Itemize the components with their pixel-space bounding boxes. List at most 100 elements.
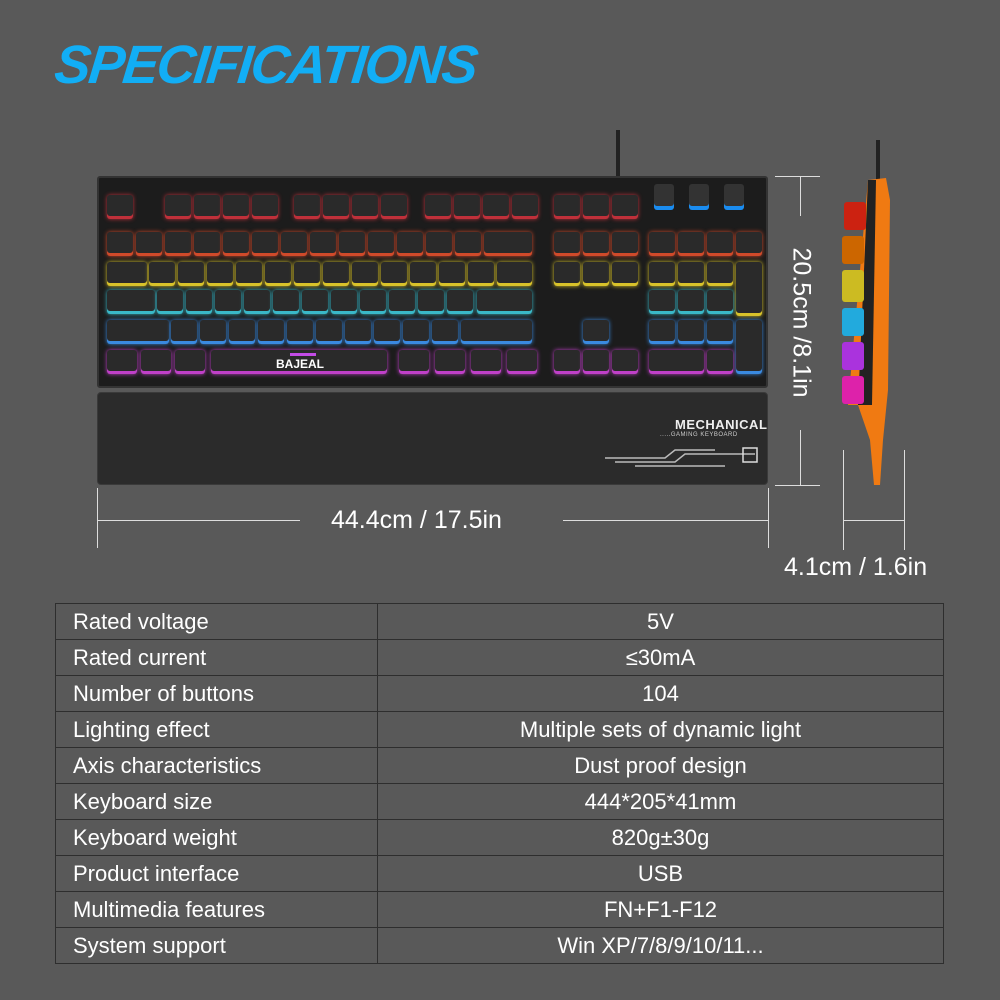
brand-logo: BAJEAL: [276, 357, 325, 371]
keycap: [484, 232, 532, 256]
keycap: [477, 290, 532, 314]
spec-label: System support: [55, 927, 378, 964]
keycap: [107, 262, 147, 286]
keycap: [215, 290, 241, 314]
spec-label: Product interface: [55, 855, 378, 892]
width-dimension: 44.4cm / 17.5in: [331, 506, 502, 534]
keycap: [649, 350, 704, 374]
keycap: [410, 262, 436, 286]
keycap: [107, 232, 133, 256]
keycap: [512, 195, 538, 219]
wrist-rest-subtitle: .....GAMING KEYBOARD: [660, 432, 738, 438]
dim-guide: [768, 488, 769, 548]
keycap: [294, 262, 320, 286]
keycap: [265, 262, 291, 286]
keycap: [707, 320, 733, 344]
keycap: [200, 320, 226, 344]
keycap: [381, 195, 407, 219]
media-knob: [689, 184, 709, 210]
spec-label: Axis characteristics: [55, 747, 378, 784]
usb-cable: [616, 130, 620, 178]
keycap: [426, 232, 452, 256]
keycap: [194, 232, 220, 256]
keycap: [649, 320, 675, 344]
circuit-decoration: [605, 447, 758, 467]
keycap: [345, 320, 371, 344]
keycap: [281, 232, 307, 256]
keycap: [136, 232, 162, 256]
keycap: [403, 320, 429, 344]
keycap: [612, 262, 638, 286]
keycap: [468, 262, 494, 286]
media-knob: [724, 184, 744, 210]
keycap: [507, 350, 537, 374]
spec-value: 444*205*41mm: [377, 783, 944, 820]
keycap: [649, 290, 675, 314]
keycap: [471, 350, 501, 374]
keycap: [107, 290, 155, 314]
keycap: [583, 350, 609, 374]
keycap: [175, 350, 205, 374]
keycap: [435, 350, 465, 374]
keycap: [678, 262, 704, 286]
spec-value: USB: [377, 855, 944, 892]
keycap: [368, 232, 394, 256]
keycap: [583, 195, 609, 219]
spec-row: Rated current≤30mA: [55, 639, 944, 676]
dim-guide: [97, 488, 98, 548]
keycap: [678, 232, 704, 256]
keycap: [418, 290, 444, 314]
keycap: [294, 195, 320, 219]
keycap: [554, 350, 580, 374]
keycap: [310, 232, 336, 256]
keycap: [454, 195, 480, 219]
dim-line: [843, 520, 904, 521]
keycap: [707, 232, 733, 256]
keycap: [223, 232, 249, 256]
keycap: [439, 262, 465, 286]
keycap: [252, 232, 278, 256]
dim-line: [563, 520, 768, 521]
spec-value: FN+F1-F12: [377, 891, 944, 928]
keycap: [352, 195, 378, 219]
keycap: [302, 290, 328, 314]
dim-line: [800, 176, 801, 216]
keycap: [107, 350, 137, 374]
keycap: [244, 290, 270, 314]
spec-label: Keyboard weight: [55, 819, 378, 856]
spec-value: ≤30mA: [377, 639, 944, 676]
keycap: [447, 290, 473, 314]
keycap: [397, 232, 423, 256]
keycap: [678, 290, 704, 314]
keycap: [707, 290, 733, 314]
spec-label: Multimedia features: [55, 891, 378, 928]
dim-line: [97, 520, 300, 521]
keycap: [107, 195, 133, 219]
wrist-rest-title: MECHANICAL: [675, 417, 768, 432]
dim-guide: [775, 485, 820, 486]
keycap: [612, 195, 638, 219]
keycap: [258, 320, 284, 344]
keycap: [583, 262, 609, 286]
keycap: [186, 290, 212, 314]
keycap: [678, 320, 704, 344]
keycap: [483, 195, 509, 219]
keycap: [736, 232, 762, 256]
keycap: [360, 290, 386, 314]
keycap: [455, 232, 481, 256]
spec-label: Keyboard size: [55, 783, 378, 820]
spec-label: Rated current: [55, 639, 378, 676]
page-title: SPECIFICATIONS: [51, 35, 480, 95]
wrist-rest: [97, 392, 768, 485]
spec-value: 820g±30g: [377, 819, 944, 856]
keycap: [374, 320, 400, 344]
keycap: [171, 320, 197, 344]
keycap: [165, 195, 191, 219]
keycap: [583, 232, 609, 256]
